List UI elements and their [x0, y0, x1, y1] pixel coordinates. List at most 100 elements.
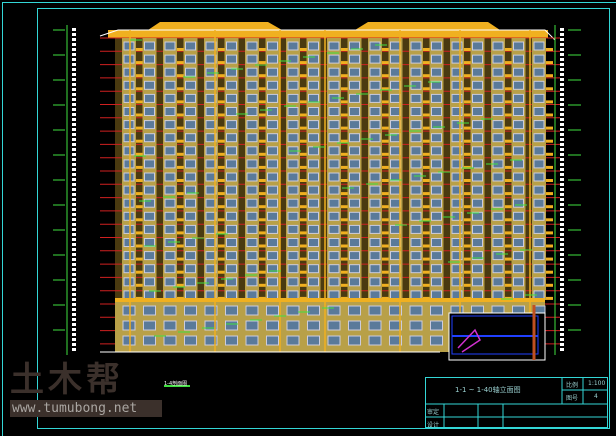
window	[226, 238, 237, 247]
balcony-rail	[546, 192, 553, 196]
window	[185, 107, 196, 116]
window	[328, 67, 340, 77]
window	[144, 185, 155, 195]
podium-window	[204, 335, 218, 346]
window	[308, 277, 319, 287]
balcony-rail	[177, 231, 184, 235]
balcony-rail	[505, 48, 512, 51]
dimension-tick	[560, 208, 564, 211]
wall-pier	[491, 38, 505, 300]
window	[287, 185, 299, 195]
balcony-rail	[341, 205, 348, 209]
window	[431, 198, 442, 208]
window	[287, 67, 299, 77]
wall-pier	[245, 38, 259, 300]
window	[451, 159, 463, 169]
balcony-rail	[341, 152, 348, 156]
window	[123, 198, 135, 208]
balcony-rail	[177, 205, 184, 209]
balcony-rail	[505, 270, 512, 274]
balcony-rail	[546, 231, 553, 235]
dimension-tick	[72, 218, 76, 221]
window	[226, 198, 237, 208]
dimension-tick	[560, 218, 564, 221]
balcony-rail	[505, 179, 512, 182]
roof-right	[355, 22, 500, 30]
window	[123, 211, 135, 221]
window	[123, 290, 135, 300]
window	[369, 251, 381, 261]
window	[164, 93, 176, 103]
dimension-tick	[72, 103, 76, 106]
balcony-rail	[423, 113, 430, 117]
balcony-rail	[136, 218, 143, 222]
window	[451, 54, 463, 64]
window	[123, 107, 135, 116]
dimension-tick	[560, 288, 564, 291]
window	[164, 290, 176, 300]
wall-pier	[163, 38, 177, 300]
window	[349, 224, 360, 234]
wall-pier	[265, 38, 280, 300]
dimension-tick	[72, 158, 76, 161]
dimension-tick	[72, 38, 76, 41]
balcony-rail	[341, 139, 348, 143]
window	[205, 159, 217, 169]
podium-window	[368, 305, 382, 316]
window	[246, 146, 258, 156]
podium-window	[163, 335, 177, 346]
window	[123, 277, 135, 287]
window	[226, 224, 237, 234]
window	[349, 67, 360, 77]
dimension-tick	[560, 233, 564, 236]
dimension-tick	[560, 123, 564, 126]
balcony-rail	[546, 113, 553, 117]
window	[472, 107, 483, 116]
balcony-rail	[300, 192, 307, 196]
balcony-rail	[259, 218, 266, 222]
window	[349, 93, 360, 103]
dimension-tick	[560, 128, 564, 131]
window	[246, 93, 258, 103]
balcony-rail	[300, 244, 307, 248]
dimension-tick	[72, 343, 76, 346]
window	[246, 80, 258, 90]
window	[369, 172, 381, 182]
window	[164, 159, 176, 169]
window	[492, 264, 504, 274]
window	[451, 251, 463, 261]
window	[246, 120, 258, 130]
wall-pier	[347, 38, 362, 300]
window	[349, 251, 360, 261]
balcony-rail	[423, 100, 430, 104]
balcony-rail	[546, 100, 553, 104]
podium-window	[409, 335, 423, 346]
dimension-tick	[72, 303, 76, 306]
wall-pier	[183, 38, 198, 300]
window	[390, 93, 401, 103]
window	[267, 80, 278, 90]
balcony-rail	[177, 192, 184, 196]
window	[533, 238, 545, 247]
dimension-tick	[560, 343, 564, 346]
balcony-rail	[505, 218, 512, 222]
podium-window	[286, 320, 300, 331]
window	[328, 159, 340, 169]
balcony-rail	[464, 231, 471, 235]
window	[328, 264, 340, 274]
window	[451, 185, 463, 195]
balcony-rail	[259, 74, 266, 78]
window	[185, 120, 196, 130]
balcony-rail	[177, 100, 184, 104]
window	[246, 238, 258, 247]
balcony-rail	[505, 192, 512, 196]
wall-pier	[511, 38, 526, 300]
balcony-rail	[505, 139, 512, 143]
dimension-tick	[72, 253, 76, 256]
dimension-tick	[560, 263, 564, 266]
balcony-rail	[382, 87, 389, 91]
dimension-tick	[72, 153, 76, 156]
balcony-rail	[423, 192, 430, 196]
wall-pier	[470, 38, 485, 300]
window	[513, 172, 524, 182]
